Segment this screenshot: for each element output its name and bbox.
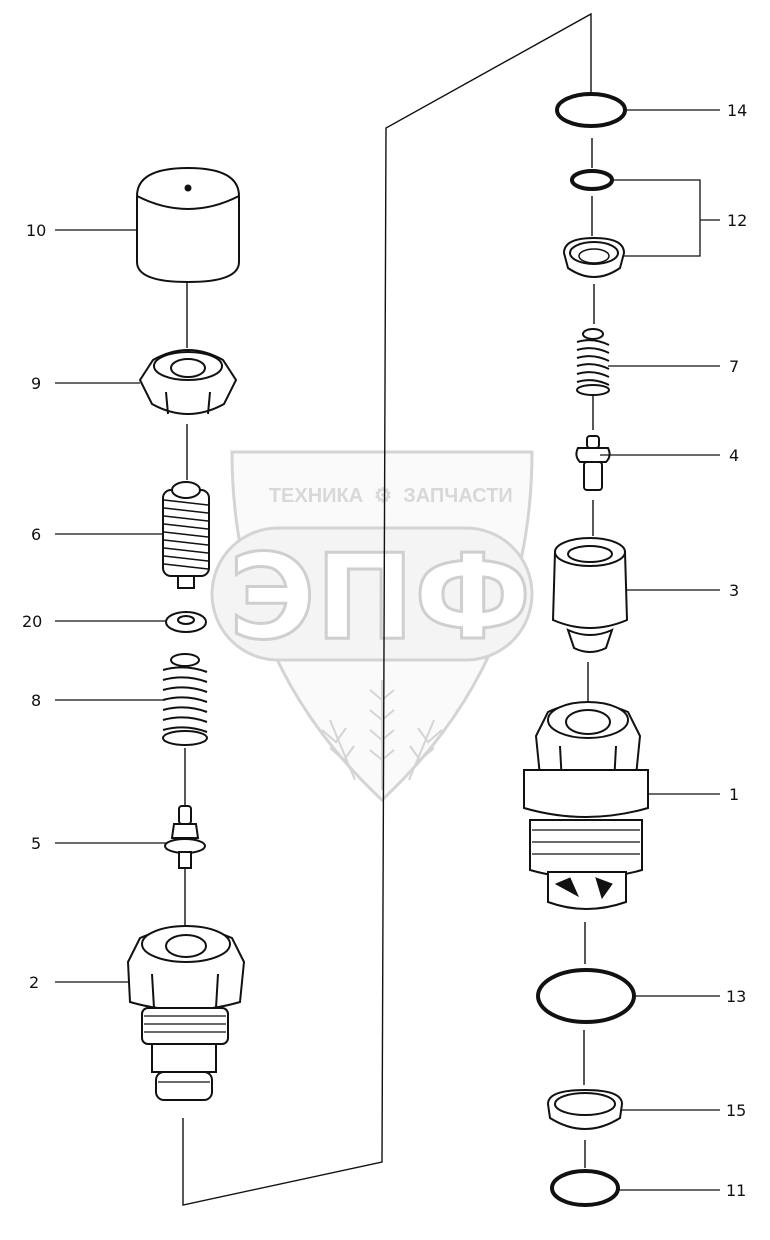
part-2-body <box>126 925 246 1101</box>
callout-2: 2 <box>29 973 39 992</box>
part-14-oring <box>555 92 627 128</box>
part-7-spring <box>576 328 610 396</box>
callout-labels: 10 9 6 20 8 5 2 14 12 7 4 3 1 13 15 11 <box>22 101 747 1200</box>
callout-7: 7 <box>729 357 739 376</box>
part-13-oring <box>536 968 636 1024</box>
part-5-poppet <box>164 805 206 869</box>
part-8-spring <box>162 653 208 746</box>
part-15-backup-ring <box>546 1088 624 1130</box>
callout-14: 14 <box>727 101 747 120</box>
watermark-text-right: ЗАПЧАСТИ <box>403 485 513 507</box>
part-9-nut <box>138 349 238 415</box>
part-12-seal-set <box>562 169 626 278</box>
assembly-lines <box>182 12 595 1206</box>
part-6-adjuster <box>162 481 210 589</box>
callout-10: 10 <box>26 221 46 240</box>
part-3-seat <box>551 537 629 653</box>
callout-20: 20 <box>22 612 42 631</box>
callout-4: 4 <box>729 446 739 465</box>
watermark-text-left: ТЕХНИКА <box>269 485 363 507</box>
callout-6: 6 <box>31 525 41 544</box>
part-1-housing <box>523 701 649 910</box>
callout-8: 8 <box>31 691 41 710</box>
watermark-gear-icon: ⚙ <box>374 485 392 507</box>
callout-3: 3 <box>729 581 739 600</box>
watermark-logo: ЭПФ <box>229 528 531 666</box>
callout-11: 11 <box>726 1181 746 1200</box>
callout-5: 5 <box>31 834 41 853</box>
leader-lines <box>55 109 720 1191</box>
assembly-path <box>182 12 592 1206</box>
part-11-oring <box>550 1169 620 1207</box>
watermark-band <box>210 526 534 662</box>
callout-15: 15 <box>726 1101 746 1120</box>
watermark-wheat-icon <box>321 680 443 790</box>
part-20-washer <box>165 611 207 633</box>
watermark: ТЕХНИКА ⚙ ЗАПЧАСТИ ЭПФ <box>210 450 534 803</box>
part-10-cap <box>136 166 240 284</box>
callout-1: 1 <box>729 785 739 804</box>
callout-13: 13 <box>726 987 746 1006</box>
callout-9: 9 <box>31 374 41 393</box>
callout-12: 12 <box>727 211 747 230</box>
part-4-pilot-poppet <box>575 435 611 491</box>
